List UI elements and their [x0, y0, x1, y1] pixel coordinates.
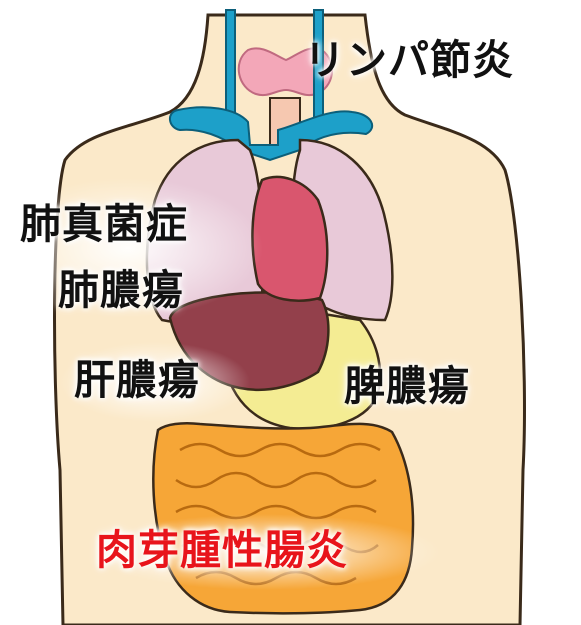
label-spleen-abscess: 脾膿瘍 — [344, 366, 470, 407]
label-lymphadenitis: リンパ節炎 — [304, 40, 514, 81]
heart — [252, 177, 327, 301]
label-granulomatous-colitis: 肉芽腫性腸炎 — [96, 530, 348, 571]
label-liver-abscess: 肝膿瘍 — [74, 360, 200, 401]
label-lung-abscess: 肺膿瘍 — [58, 270, 184, 311]
label-pulmonary-mycosis: 肺真菌症 — [20, 204, 188, 245]
